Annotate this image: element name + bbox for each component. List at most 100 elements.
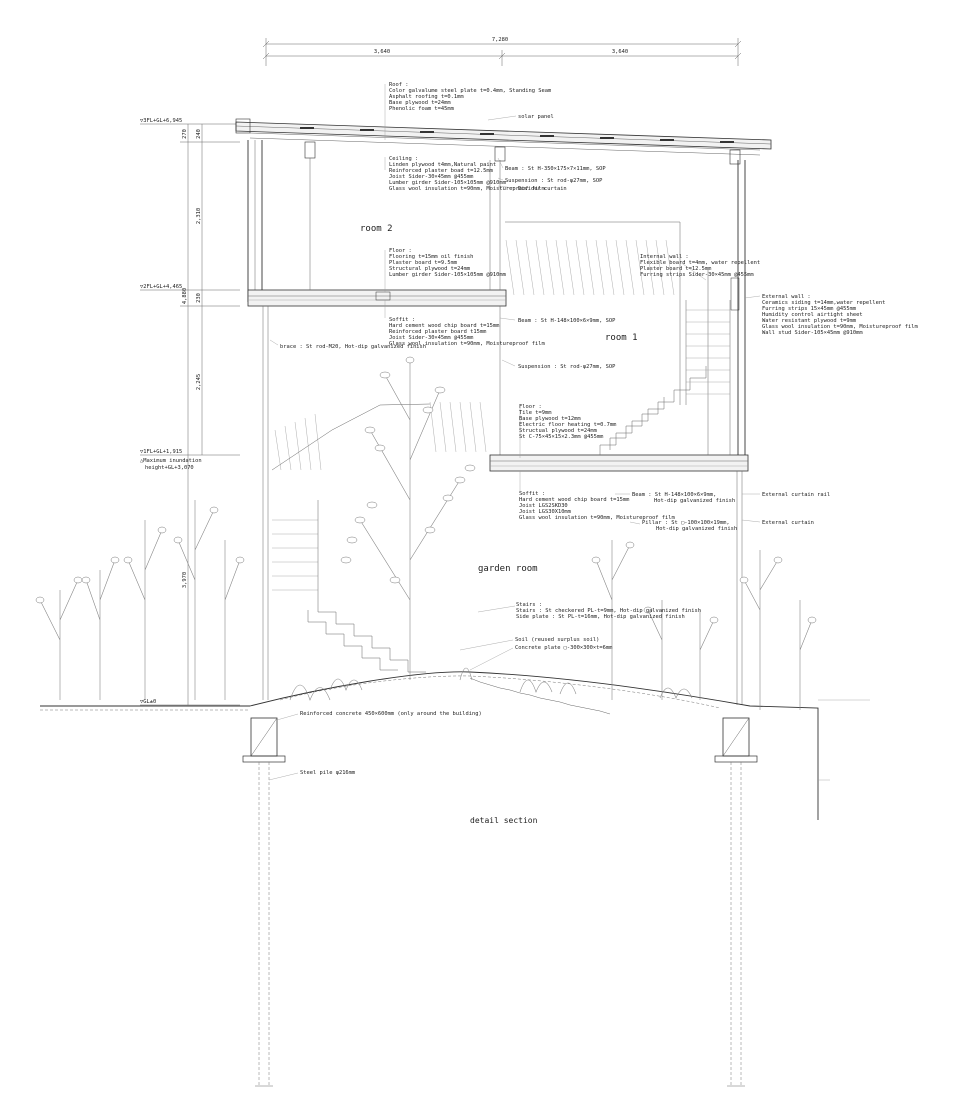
callout-beam-low-line: Hot-dip galvanized finish [654,498,735,504]
callout-roof-line: Phenolic foam t=45mm [389,106,454,112]
callout-floor-2-line: Structural plywood t=24mm [389,266,470,272]
level-roof: ▽3FL+GL+6,945 [140,118,182,124]
dim-v-2245: 2,245 [196,374,202,390]
columns [262,306,743,705]
dim-v-270: 270 [182,129,188,139]
callout-roof-line: Roof : [389,82,408,88]
callout-soffit-1-line: Soffit : [519,491,545,497]
callout-floor-2-line: Lumber girder Sider-105×105mm @910mm [389,272,506,278]
foundations [242,717,758,763]
callout-soffit-2-line: Hard cement wood chip board t=15mm [389,323,499,329]
dim-v-230: 230 [196,293,202,303]
callout-external-wall-line: Water resistant plywood t=9mm [762,318,856,324]
level-first-note-1: △Maximum inundation [140,458,202,464]
callout-floor-2-line: Floor : [389,248,412,254]
callout-external-wall-line: External wall : [762,294,811,300]
callout-floor-1-line: Tile t=9mm [519,410,551,416]
callout-stairs-line: Side plate : St PL-t=16mm, Hot-dip galva… [516,614,685,620]
garden-room-label: garden room [478,564,538,574]
callout-external-curtain: External curtain [762,520,814,526]
trees [35,356,817,710]
level-second: ▽2FL+GL+4,465 [140,284,182,290]
level-ground: ▽GL±0 [140,699,156,705]
callout-soffit-2-line: Reinforced plaster board t15mm [389,329,486,335]
callout-ceiling-line: Reinforced plaster boad t=12.5mm [389,168,493,174]
callout-floor-1-line: Floor : [519,404,542,410]
exterior-stair [271,403,431,673]
callout-soffit-1-line: Joist LGS30X10mm [519,509,571,515]
callout-ceiling-line: Lumber girder Sider-105×105mm @910mm [389,180,506,186]
room-2-label: room 2 [360,224,393,234]
callout-ceiling-line: Joist Sider-30×45mm @455mm [389,174,473,180]
callout-pillar-line: Hot-dip galvanized finish [656,526,737,532]
callout-floor-1-line: Electric floor heating t=0.7mm [519,422,616,428]
level-first: ▽1FL+GL+1,915 [140,449,182,455]
callout-ceiling-line: Linden plywood t4mm,Natural paint [389,162,496,168]
callout-internal-wall-line: Internal wall : [640,254,689,260]
callout-internal-wall-line: Furring strips Sider-30×45mm @455mm [640,272,754,278]
callout-floor-2: Floor : Flooring t=15mm oil finish Plast… [389,248,506,278]
callout-beam-low: Beam : St H-148×100×6×9mm, Hot-dip galva… [632,492,735,504]
callout-external-wall-line: Wall stud Sider-105×45mm @910mm [762,330,863,336]
callout-brace: brace : St rod-M20, Hot-dip galvanized f… [280,344,426,350]
callout-external-wall-line: Glass wool insulation t=90mm, Moisturepr… [762,324,918,330]
callout-solar-panel: solar panel [518,114,554,120]
dim-bay-left: 3,640 [374,49,390,55]
callout-pillar: Pillar : St ▢-100×100×19mm, Hot-dip galv… [642,520,737,532]
left-dimension-lines: ▽3FL+GL+6,945 ▽2FL+GL+4,465 ▽1FL+GL+1,91… [140,118,240,706]
drawing-title: detail section [470,816,538,825]
callout-soffit-1-line: Hard cement wood chip board t=15mm [519,497,629,503]
callout-roof-line: Base plywood t=24mm [389,100,451,106]
callout-external-wall-line: Ceramics siding t=14mm,water repellent [762,300,885,306]
callout-roof-line: Color galvalume steel plate t=0.4mm, Sta… [389,88,551,94]
callout-pillar-line: Pillar : St ▢-100×100×19mm, [642,520,730,526]
dim-overall: 7,280 [492,37,508,43]
callout-floor-1-line: Base plywood t=12mm [519,416,581,422]
callout-external-wall-line: Humidity control airtight sheet [762,312,863,318]
callout-floor-1: Floor : Tile t=9mm Base plywood t=12mm E… [519,404,616,440]
dim-bay-right: 3,640 [612,49,628,55]
level-first-note-2: height+GL+3,070 [145,465,194,471]
callout-concrete-plate: Concrete plate ▢-300×300×t=6mm [515,645,612,651]
callout-soffit-2-line: Joist Sider-30×45mm @455mm [389,335,473,341]
dim-v-3970: 3,970 [182,572,188,588]
dim-v-240: 240 [196,129,202,139]
ground-line [40,671,870,820]
callout-beam-top: Beam : St H-350×175×7×11mm, SOP [505,166,606,172]
callout-soffit-1-line: Joist LGS2SKD30 [519,503,568,509]
leader-lines [268,84,761,781]
callout-stairs: Stairs : Stairs : St checkered PL-t=9mm,… [516,602,701,620]
callout-curtain-rail: External curtain rail [762,492,830,498]
callout-soffit-2-line: Glass wool insulation t=90mm, Moisturepr… [389,341,545,347]
callout-internal-wall: Internal wall : Flexible board t=4mm, wa… [640,254,760,278]
upper-volume [247,140,507,455]
callout-suspension-top: Suspension : St rod-φ27mm, SOP [505,178,602,184]
callout-beam-low-line: Beam : St H-148×100×6×9mm, [632,492,716,498]
interior-stair [599,300,730,455]
roof-assembly [235,118,772,165]
callout-divider-curtain: Divider curtain [518,186,567,192]
callout-stairs-line: Stairs : St checkered PL-t=9mm, Hot-dip … [516,608,701,614]
callout-soffit-1-line: Glass wool insulation t=90mm, Moisturepr… [519,515,675,521]
callout-soffit-1: Soffit : Hard cement wood chip board t=1… [519,491,675,521]
callout-external-wall-line: Furring strips 15×45mm @455mm [762,306,856,312]
callout-roof: Roof : Color galvalume steel plate t=0.4… [389,82,551,112]
callout-floor-2-line: Plaster board t=9.5mm [389,260,457,266]
dim-v-2310: 2,310 [196,208,202,224]
callout-floor-1-line: Structual plywood t=24mm [519,428,597,434]
lower-volume [489,160,749,472]
callout-soffit-2: Soffit : Hard cement wood chip board t=1… [389,317,545,347]
callout-stairs-line: Stairs : [516,602,542,608]
callout-floor-1-line: St C-75×45×15×2.3mm @455mm [519,434,603,440]
curtain-texture [274,239,675,471]
callout-soffit-2-line: Soffit : [389,317,415,323]
callout-roof-line: Asphalt roofing t=0.1mm [389,94,464,100]
callout-floor-2-line: Flooring t=15mm oil finish [389,254,473,260]
callout-foundation: Reinforced concrete 450×600mm (only arou… [300,711,482,717]
callout-soil: Soil (reused surplus soil) [515,637,599,643]
callout-internal-wall-line: Plaster board t=12.5mm [640,266,711,272]
room-1-label: room 1 [605,333,638,343]
callout-internal-wall-line: Flexible board t=4mm, water repellent [640,260,760,266]
callout-ceiling: Ceiling : Linden plywood t4mm,Natural pa… [389,156,545,192]
callout-beam-mid: Beam : St H-148×100×6×9mm, SOP [518,318,615,324]
